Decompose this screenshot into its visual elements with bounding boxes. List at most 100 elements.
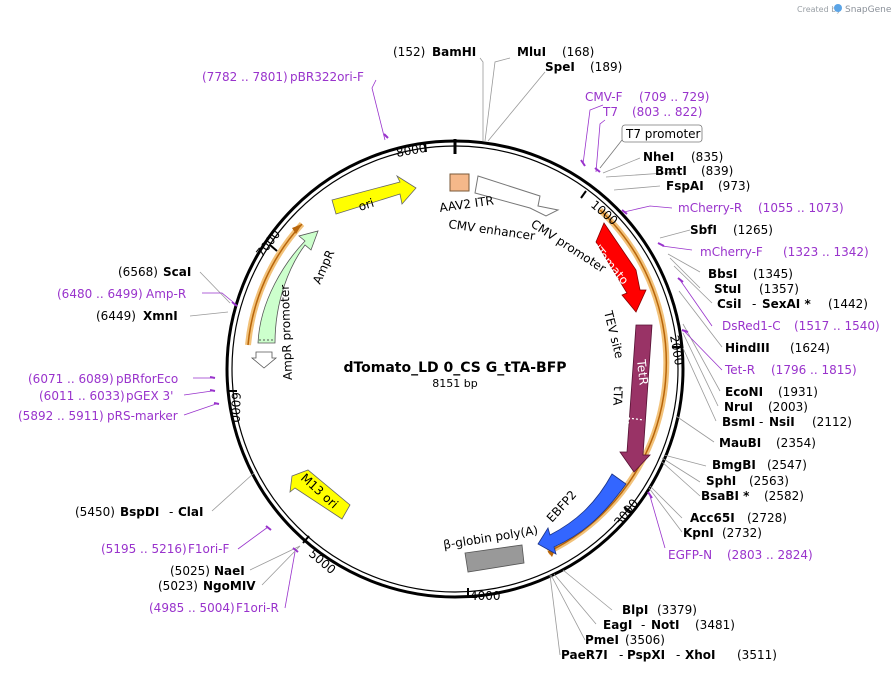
primer-range-prs-marker: (5892 .. 5911) bbox=[18, 409, 104, 423]
site-name-maubi[interactable]: MauBI bbox=[719, 436, 761, 450]
tick-4000: 4000 bbox=[470, 589, 501, 603]
site-name-bsabi[interactable]: BsaBI * bbox=[701, 489, 750, 503]
t7-promoter-box bbox=[621, 124, 703, 143]
primer-name-prs-marker[interactable]: pRS-marker bbox=[107, 409, 178, 423]
site-name2-sexai[interactable]: SexAI * bbox=[762, 297, 811, 311]
site-sep-csii: - bbox=[752, 297, 756, 311]
snapgene-logo-icon bbox=[834, 4, 842, 12]
site-name-hindiii[interactable]: HindIII bbox=[725, 341, 770, 355]
site-name-csii[interactable]: CsiI bbox=[717, 297, 742, 311]
site-sep-bspdi: - bbox=[169, 505, 173, 519]
primer-name-cmv-f[interactable]: CMV-F bbox=[585, 90, 623, 104]
site-pos-ngomiv: (5023) bbox=[158, 579, 198, 593]
site-name-bsmi[interactable]: BsmI bbox=[722, 415, 755, 429]
site-name-pmei[interactable]: PmeI bbox=[585, 633, 619, 647]
primer-name-pgex-3[interactable]: pGEX 3' bbox=[126, 389, 173, 403]
site-name-bmgbi[interactable]: BmgBI bbox=[712, 458, 756, 472]
site-name-kpni[interactable]: KpnI bbox=[683, 526, 714, 540]
site-pos-eagi: (3481) bbox=[695, 618, 735, 632]
site-pos-nhei: (835) bbox=[691, 150, 723, 164]
primer-name-egfp-n[interactable]: EGFP-N bbox=[668, 548, 712, 562]
primer-range-dsred1-c: (1517 .. 1540) bbox=[794, 319, 880, 333]
aav2-itr-box bbox=[449, 173, 470, 192]
site-pos-bmgbi: (2547) bbox=[767, 458, 807, 472]
site-name-acc65i[interactable]: Acc65I bbox=[690, 511, 735, 525]
site-name-blpi[interactable]: BlpI bbox=[622, 603, 648, 617]
site-name-xmni[interactable]: XmnI bbox=[143, 309, 178, 323]
site-name-econi[interactable]: EcoNI bbox=[725, 385, 763, 399]
site-pos-paer7i: (3511) bbox=[737, 648, 777, 662]
site-name-spei[interactable]: SpeI bbox=[545, 60, 575, 74]
tick-2000: 2000 bbox=[667, 334, 686, 367]
tick-5000-mark bbox=[302, 535, 310, 544]
ampr-label: AmpR bbox=[310, 248, 337, 286]
site-name-nhei[interactable]: NheI bbox=[643, 150, 674, 164]
tta-bracket bbox=[547, 209, 667, 553]
site-name-bamhi[interactable]: BamHI bbox=[432, 45, 476, 59]
site-name-fspai[interactable]: FspAI bbox=[666, 179, 704, 193]
primer-range-pgex-3: (6011 .. 6033) bbox=[39, 389, 125, 403]
tev-site-label: TEV site bbox=[601, 308, 627, 360]
primer-range-amp-r: (6480 .. 6499) bbox=[57, 287, 143, 301]
site-sep2-paer7i: - bbox=[676, 648, 680, 662]
plasmid-name: dTomato_LD 0_CS G_tTA-BFP bbox=[343, 360, 566, 376]
site-name-sbfi[interactable]: SbfI bbox=[690, 223, 717, 237]
site-name-scai[interactable]: ScaI bbox=[163, 265, 191, 279]
site-pos-spei: (189) bbox=[590, 60, 622, 74]
site-sep-eagi: - bbox=[641, 618, 645, 632]
site-name-nrui[interactable]: NruI bbox=[724, 400, 753, 414]
primer-name-f1ori-r[interactable]: F1ori-R bbox=[236, 601, 279, 615]
site-name-sphi[interactable]: SphI bbox=[706, 474, 736, 488]
site-name-eagi[interactable]: EagI bbox=[603, 618, 632, 632]
site-pos-acc65i: (2728) bbox=[747, 511, 787, 525]
primer-name-mcherry-f[interactable]: mCherry-F bbox=[700, 245, 763, 259]
primer-name-mcherry-r[interactable]: mCherry-R bbox=[678, 201, 742, 215]
site-pos-sphi: (2563) bbox=[749, 474, 789, 488]
primer-name-pbrforeco[interactable]: pBRforEco bbox=[116, 372, 178, 386]
site-name-stui[interactable]: StuI bbox=[714, 282, 741, 296]
primer-range-egfp-n: (2803 .. 2824) bbox=[727, 548, 813, 562]
plasmid-length: 8151 bp bbox=[432, 377, 477, 390]
site-name2-nsii[interactable]: NsiI bbox=[769, 415, 795, 429]
primer-range-mcherry-r: (1055 .. 1073) bbox=[758, 201, 844, 215]
primer-name-dsred1-c[interactable]: DsRed1-C bbox=[722, 319, 781, 333]
site-pos-nrui: (2003) bbox=[768, 400, 808, 414]
site-name-bmti[interactable]: BmtI bbox=[655, 164, 687, 178]
cmv-enhancer-label: CMV enhancer bbox=[448, 217, 536, 243]
tick-5000: 5000 bbox=[306, 547, 338, 577]
dtomato-arrow bbox=[595, 222, 647, 313]
site-pos-bmti: (839) bbox=[701, 164, 733, 178]
site-pos-blpi: (3379) bbox=[657, 603, 697, 617]
primer-name-amp-r[interactable]: Amp-R bbox=[146, 287, 186, 301]
site-name2-pspxi[interactable]: PspXI bbox=[627, 648, 665, 662]
credit-created-by: Created by bbox=[797, 5, 841, 14]
site-name-bspdi[interactable]: BspDI bbox=[120, 505, 159, 519]
tick-7000-mark bbox=[269, 244, 278, 252]
site-pos-bsmi: (2112) bbox=[812, 415, 852, 429]
site-name-ngomiv[interactable]: NgoMIV bbox=[203, 579, 256, 593]
site-leader-lines bbox=[189, 57, 723, 656]
site-name2-clai[interactable]: ClaI bbox=[178, 505, 203, 519]
bglobin-label: β-globin poly(A) bbox=[442, 523, 539, 552]
site-name2-noti[interactable]: NotI bbox=[651, 618, 680, 632]
site-sep-bsmi: - bbox=[759, 415, 763, 429]
primer-range-pbrforeco: (6071 .. 6089) bbox=[28, 372, 114, 386]
primer-name-t7[interactable]: T7 bbox=[602, 105, 618, 119]
site-name3-xhoi[interactable]: XhoI bbox=[685, 648, 716, 662]
bglobin-polya-box bbox=[464, 544, 525, 573]
ampr-arrow bbox=[257, 230, 319, 344]
site-name-mlui[interactable]: MluI bbox=[517, 45, 546, 59]
site-name-bbsi[interactable]: BbsI bbox=[708, 267, 737, 281]
tick-1000-mark bbox=[580, 190, 587, 199]
site-pos-mlui: (168) bbox=[562, 45, 594, 59]
site-sep-paer7i: - bbox=[619, 648, 623, 662]
site-name-naei[interactable]: NaeI bbox=[214, 564, 245, 578]
site-pos-csii: (1442) bbox=[828, 297, 868, 311]
primer-name-tet-r[interactable]: Tet-R bbox=[724, 363, 755, 377]
ebfp2-arrow bbox=[537, 473, 627, 555]
site-pos-hindiii: (1624) bbox=[790, 341, 830, 355]
primer-name-pbr322ori-f[interactable]: pBR322ori-F bbox=[290, 70, 364, 84]
primer-leader-lines bbox=[183, 79, 723, 609]
primer-name-f1ori-f[interactable]: F1ori-F bbox=[188, 542, 229, 556]
site-name-paer7i[interactable]: PaeR7I bbox=[561, 648, 608, 662]
